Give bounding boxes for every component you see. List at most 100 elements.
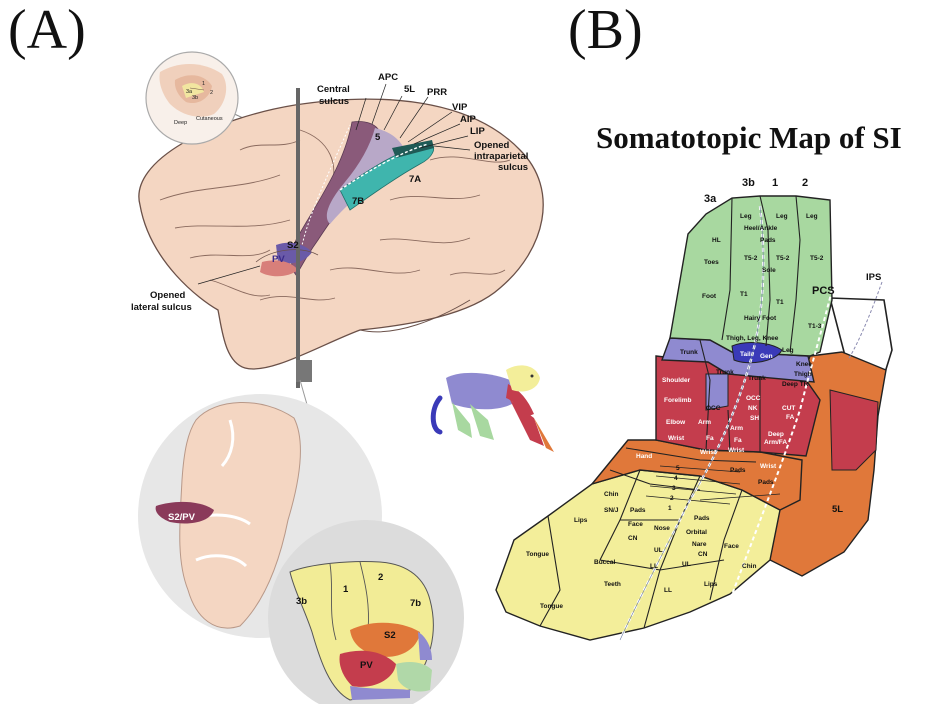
chin-label: Chin xyxy=(604,491,618,498)
occ-label: OCC xyxy=(746,395,761,402)
arm-label: Arm xyxy=(730,425,743,432)
gen-label: Gen xyxy=(760,353,773,360)
trunk-label: Trunk xyxy=(748,375,766,382)
tongue-label: Tongue xyxy=(540,603,563,610)
wrist-label: Wrist xyxy=(760,463,777,470)
prr-label: PRR xyxy=(427,87,447,98)
thigh-label: Thigh xyxy=(794,371,812,378)
hairy-foot-label: Hairy Foot xyxy=(744,315,777,322)
tongue-label: Tongue xyxy=(526,551,549,558)
column-3b-label: 3b xyxy=(742,177,755,189)
digit-4-label: 4 xyxy=(674,475,678,482)
flat-3b-label: 3b xyxy=(296,596,307,607)
trunk-label: Trunk xyxy=(680,349,698,356)
monkey-figure xyxy=(433,365,554,452)
teeth-label: Teeth xyxy=(604,581,621,588)
lips-label: Lips xyxy=(704,581,718,588)
flat-7b-label: 7b xyxy=(410,598,421,609)
pads-label: Pads xyxy=(758,479,774,486)
lips-label: Lips xyxy=(574,517,588,524)
t1-label: T1 xyxy=(740,291,748,298)
fa-label: FA xyxy=(786,414,795,421)
column-1-label: 1 xyxy=(772,177,778,189)
pcs-label: PCS xyxy=(812,285,835,297)
inset-deep-label: Deep xyxy=(174,120,187,126)
central-sulcus-label-2: sulcus xyxy=(319,96,349,107)
foot-label: Foot xyxy=(702,293,717,300)
ul-label: UL xyxy=(682,561,691,568)
arm-label: Arm xyxy=(698,419,711,426)
pads-label: Pads xyxy=(730,467,746,474)
ll-label: LL xyxy=(650,563,658,570)
column-3a-label: 3a xyxy=(704,193,717,205)
s2pv-label: S2/PV xyxy=(168,512,196,523)
face-label: Face xyxy=(628,521,643,528)
wrist-label: Wrist xyxy=(700,449,717,456)
pv-label: PV xyxy=(272,254,285,265)
somatotopic-map: 3a 3b 1 2 IPS PCS 5L Leg Leg Leg Leg Hee… xyxy=(496,177,892,640)
lip-label: LIP xyxy=(470,126,485,137)
s2-label: S2 xyxy=(287,240,299,251)
area7b-label: 7B xyxy=(352,196,364,207)
pads-label: Pads xyxy=(760,237,776,244)
heel-ankle-label: Heel/Ankle xyxy=(744,225,778,232)
fa-label: Fa xyxy=(734,437,742,444)
column-2-label: 2 xyxy=(802,177,808,189)
inset-2-label: 2 xyxy=(210,90,213,96)
vip-label: VIP xyxy=(452,102,468,113)
nose-label: Nose xyxy=(654,525,670,532)
opened-ips-label-3: sulcus xyxy=(498,162,528,173)
area7a-label: 7A xyxy=(409,174,421,185)
section-plane xyxy=(296,88,300,388)
shoulder-label: Shoulder xyxy=(662,377,691,384)
digit-3-label: 3 xyxy=(672,485,676,492)
knee-label: Knee xyxy=(796,361,812,368)
buccal-label: Buccal xyxy=(594,559,616,566)
nk-label: NK xyxy=(748,405,758,412)
hl-label: HL xyxy=(712,237,721,244)
opened-lateral-label-1: Opened xyxy=(150,290,186,301)
trunk-label: Trunk xyxy=(716,369,734,376)
leg-label: Leg xyxy=(740,213,752,220)
5l-label: 5L xyxy=(404,84,415,95)
cn-label: CN xyxy=(698,551,708,558)
occ-label: OCC xyxy=(706,405,721,412)
flat-1-label: 1 xyxy=(343,584,349,595)
chin-label: Chin xyxy=(742,563,756,570)
orbital-label: Orbital xyxy=(686,529,707,536)
5l-map-label: 5L xyxy=(832,504,843,515)
leg-label: Leg xyxy=(782,347,794,354)
aip-label: AIP xyxy=(460,114,477,125)
wrist-label: Wrist xyxy=(728,447,745,454)
flat-s2-label: S2 xyxy=(384,630,396,641)
central-sulcus-label-1: Central xyxy=(317,84,350,95)
pads-label: Pads xyxy=(694,515,710,522)
t5-2-label: T5-2 xyxy=(776,255,790,262)
t5-2-label: T5-2 xyxy=(810,255,824,262)
inset-3b-label: 3b xyxy=(192,95,198,101)
flat-2-label: 2 xyxy=(378,572,383,583)
t1-3-label: T1-3 xyxy=(808,323,822,330)
sh-label: SH xyxy=(750,415,759,422)
cut-label: CUT xyxy=(782,405,795,412)
digit-5-label: 5 xyxy=(676,465,680,472)
wrist-label: Wrist xyxy=(668,435,685,442)
ul-label: UL xyxy=(654,547,663,554)
opened-ips-label-1: Opened xyxy=(474,140,510,151)
digit-2-label: 2 xyxy=(670,495,674,502)
cn-label: CN xyxy=(628,535,638,542)
deep-label: Deep xyxy=(768,431,784,438)
arm-fa-label: Arm/FA xyxy=(764,439,787,446)
leg-region xyxy=(670,196,832,356)
flat-pv-label: PV xyxy=(360,660,373,671)
thigh-leg-knee-label: Thigh, Leg, Knee xyxy=(726,335,779,342)
leg-label: Leg xyxy=(806,213,818,220)
cortex-inset: 3a 3b 1 2 Deep Cutaneous xyxy=(146,52,238,144)
t5-2-label: T5-2 xyxy=(744,255,758,262)
ll-label: LL xyxy=(664,587,672,594)
digit-1-label: 1 xyxy=(668,505,672,512)
opened-lateral-label-2: lateral sulcus xyxy=(131,302,192,313)
fa-label: Fa xyxy=(706,435,714,442)
inset-1-label: 1 xyxy=(202,81,205,87)
